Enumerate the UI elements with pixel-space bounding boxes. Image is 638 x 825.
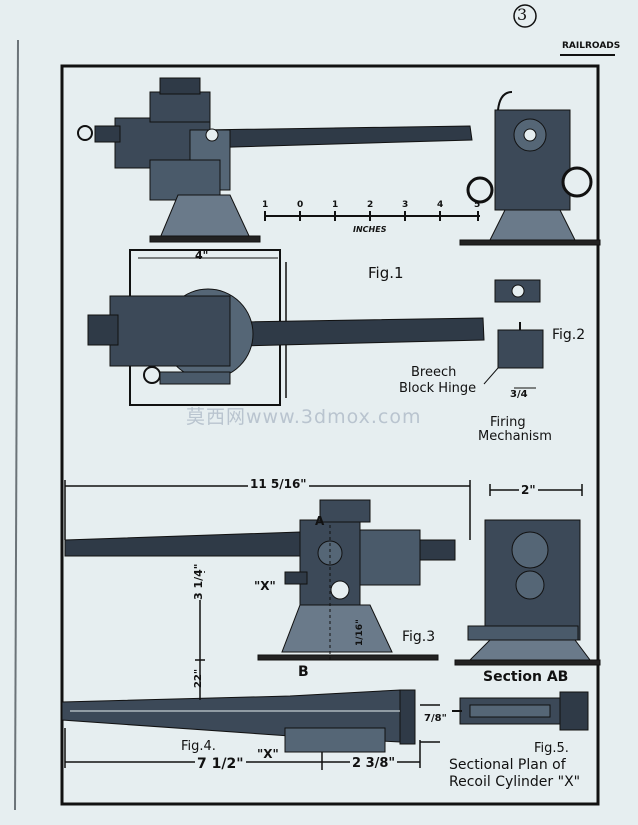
fig4-dim-right: 2 3/8" (350, 756, 398, 771)
watermark: 莫西网www.3dmox.com (186, 406, 422, 428)
fig4-dim-vert: 22" (193, 668, 204, 688)
fig5-caption-line1: Sectional Plan of (449, 757, 566, 773)
fig3-height-dim: 3 1/4" (192, 563, 205, 600)
fig5-caption-line2: Recoil Cylinder "X" (449, 774, 581, 790)
scale-unit-label: INCHES (353, 225, 387, 234)
header-tag: RAILROADS (562, 41, 621, 51)
scale-tick-label: 4 (437, 200, 444, 210)
callout-block-hinge: Block Hinge (399, 381, 477, 396)
fig1-label: Fig.1 (368, 264, 404, 282)
callout-firing: Firing (490, 415, 526, 430)
callout-breech: Breech (411, 365, 457, 380)
fig4-cylinder-label: "X" (257, 747, 279, 761)
fig1-gun-plan (87, 249, 485, 406)
fig3-cylinder-label: "X" (254, 579, 276, 593)
fig2-dim: 3/4 (510, 389, 528, 400)
fig3-section-b: B (298, 664, 309, 680)
scale-tick-label: 0 (297, 200, 304, 210)
section-ab-title: Section AB (483, 669, 569, 685)
scale-tick-label: 1 (332, 200, 339, 210)
scale-tick-label: 1 (262, 200, 269, 210)
scale-bar (264, 211, 480, 221)
fig5-recoil-cylinder (452, 691, 589, 731)
fig1-end-view (459, 91, 601, 246)
section-ab-width: 2" (519, 483, 538, 497)
fig5-label: Fig.5. (534, 741, 569, 756)
page-number: 3 (517, 5, 528, 24)
fig3-section-a: A (315, 514, 325, 528)
fig2-label: Fig.2 (552, 327, 586, 343)
fig3-label: Fig.3 (402, 629, 436, 645)
scale-tick-label: 3 (402, 200, 409, 210)
fig3-overall-length: 11 5/16" (248, 477, 309, 491)
fig2-details (483, 279, 544, 389)
fig4-length: 7 1/2" (195, 756, 246, 772)
scale-tick-label: 2 (367, 200, 374, 210)
fig3-dim-small: 1/16" (355, 619, 365, 646)
fig4-label: Fig.4. (181, 739, 216, 754)
fig1-gun-elevation (77, 77, 473, 243)
fig1-dim-top: 4" (195, 249, 209, 262)
callout-mechanism: Mechanism (478, 429, 552, 444)
fig4-section (61, 689, 416, 753)
fig4-dim-small: 7/8" (424, 713, 447, 724)
section-ab-view (454, 519, 601, 666)
fig3-gun (64, 499, 456, 661)
scale-tick-label: 5 (474, 200, 481, 210)
